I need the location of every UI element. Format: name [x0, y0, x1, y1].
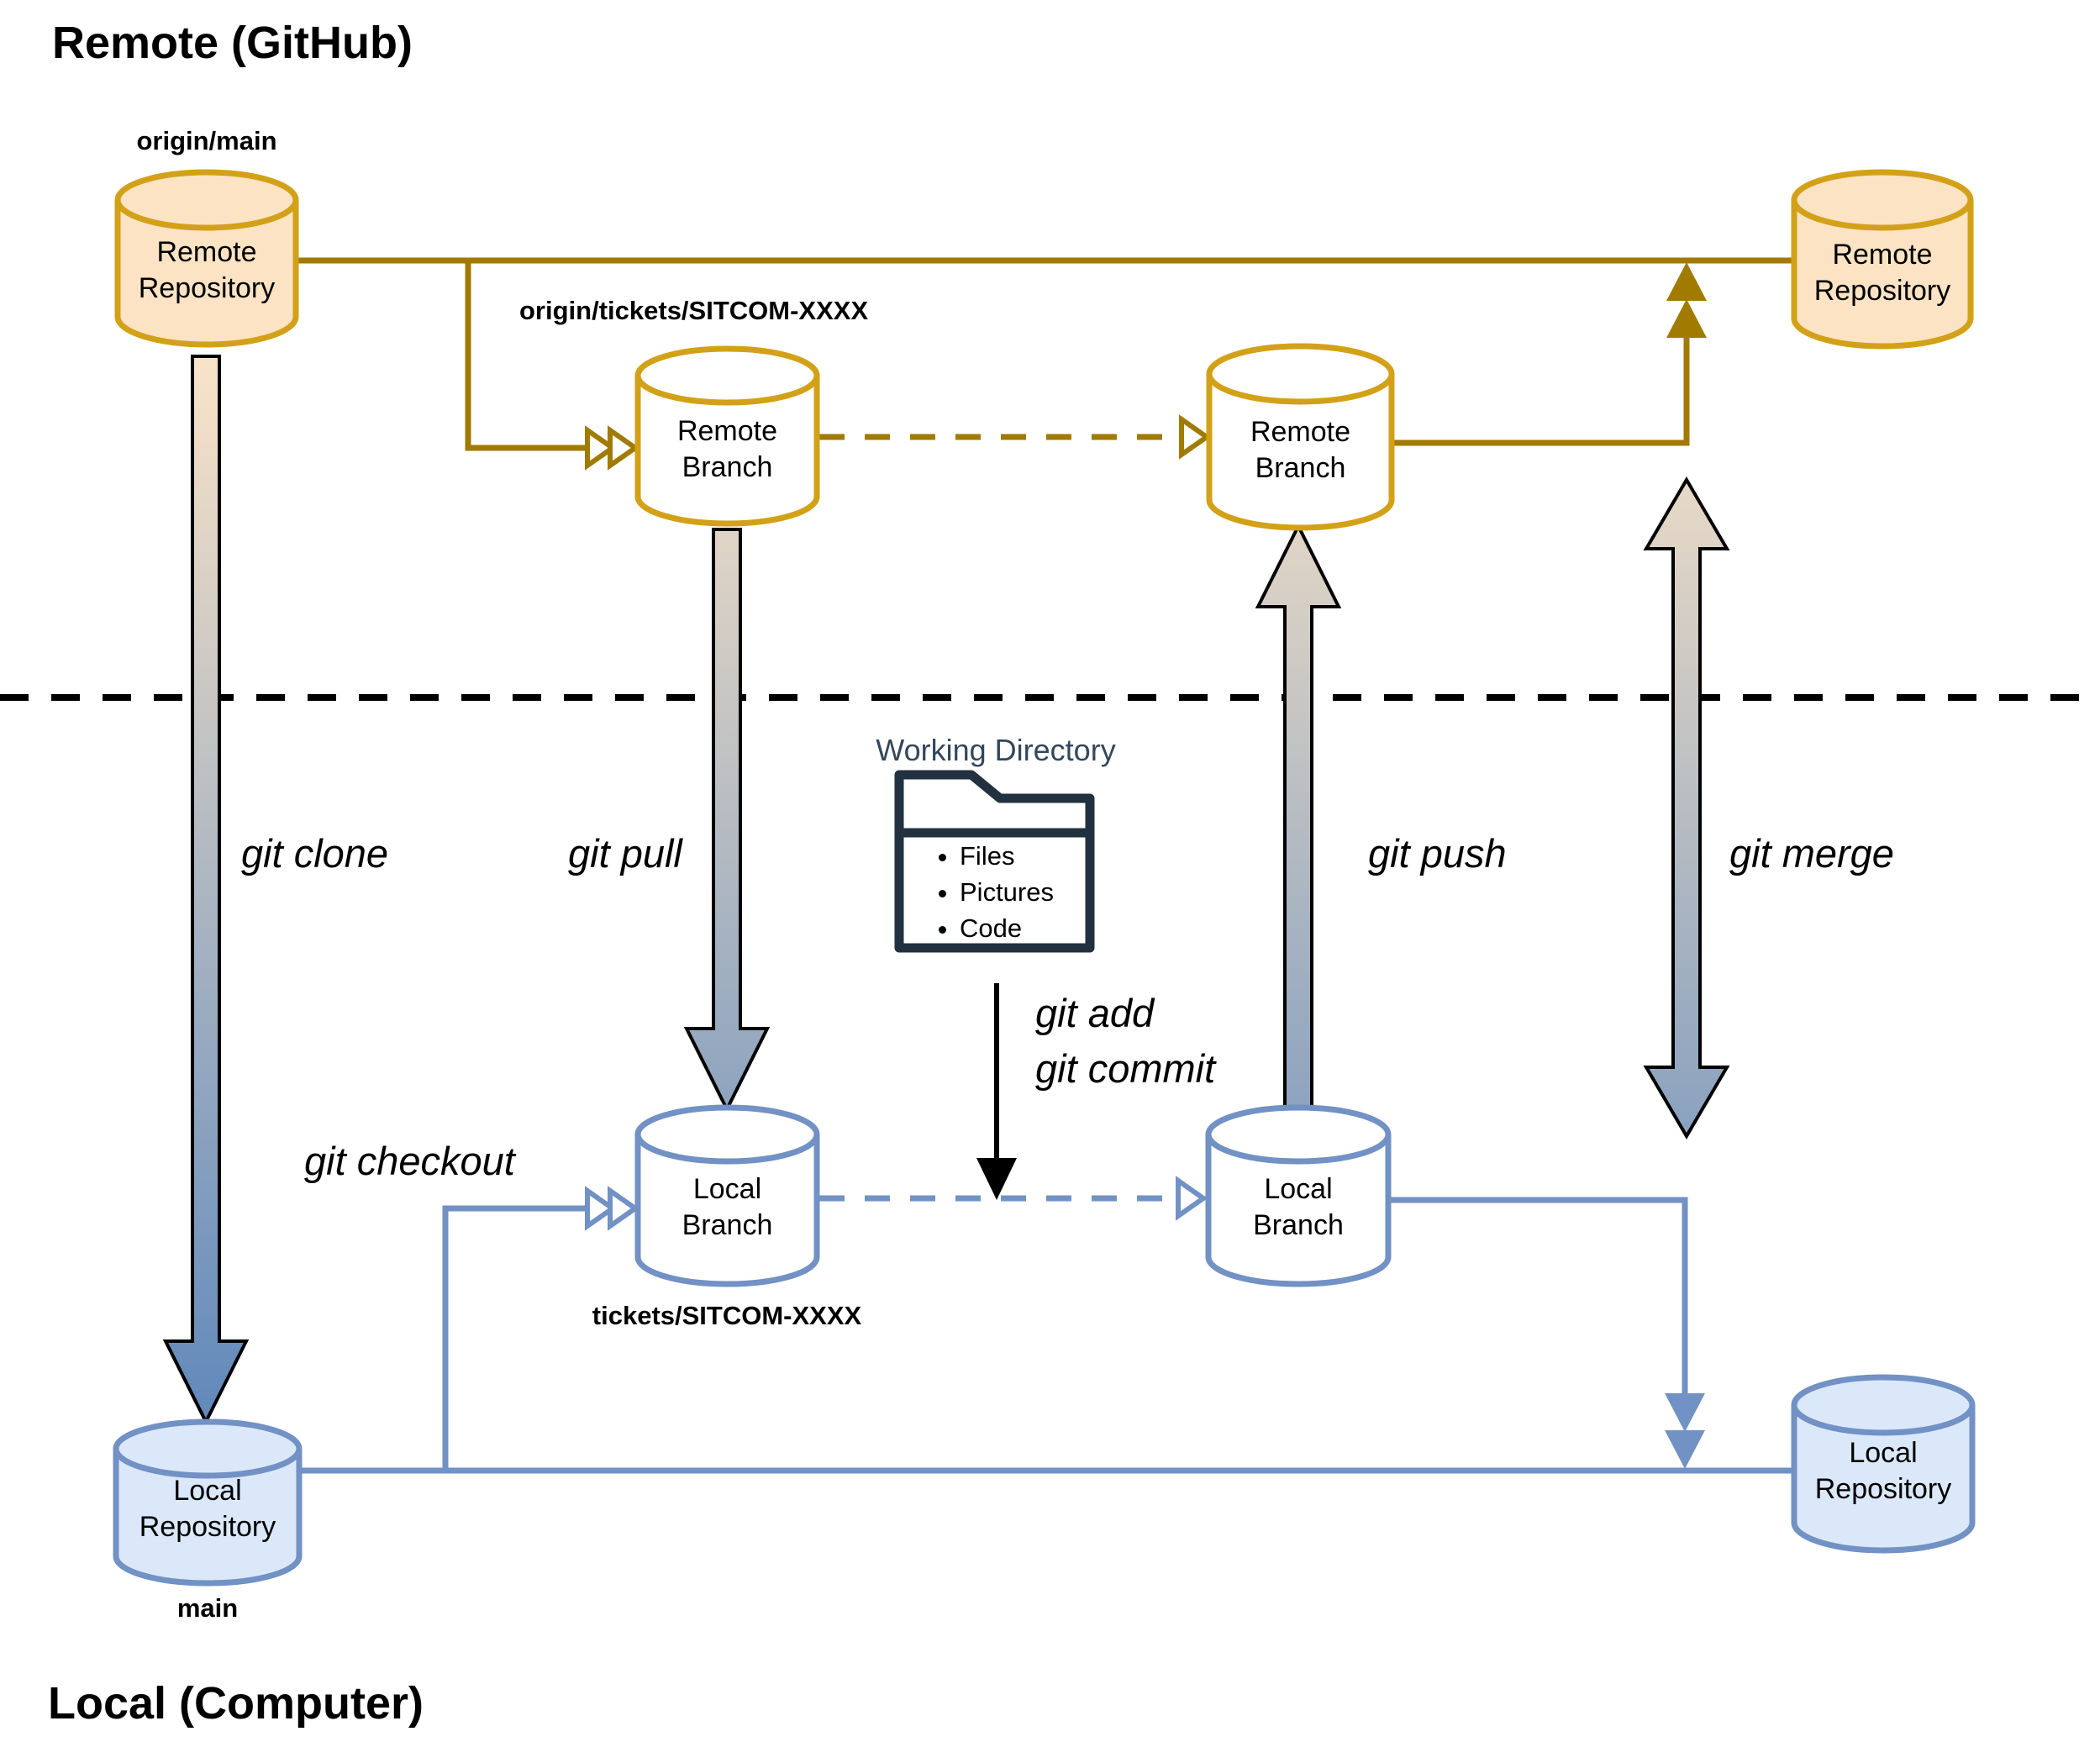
git-push-arrow — [1255, 522, 1342, 1109]
up-triangle-icon — [1666, 262, 1707, 301]
local-repository-right-label: Local Repository — [1814, 1436, 1952, 1505]
tag-main: main — [176, 1593, 239, 1623]
remote-section-title: Remote (GitHub) — [52, 18, 413, 68]
working-directory-list: Files Pictures Code — [923, 839, 1054, 946]
folder-outline — [894, 770, 1095, 953]
cylinder-top — [1791, 169, 1974, 231]
chevron-right-icon — [608, 425, 640, 471]
working-directory-title: Working Directory — [876, 733, 1116, 767]
remote-repository-left-cylinder — [114, 169, 299, 348]
cylinder-body — [113, 1449, 303, 1587]
local-repository-left-label: Local Repository — [139, 1474, 276, 1543]
local-connector-lines — [299, 1195, 1794, 1474]
remote-branch-1-cylinder — [634, 345, 820, 527]
down-arrowhead-icon — [976, 1158, 1017, 1200]
down-triangle-icon — [1665, 1430, 1705, 1469]
chevron-right-icon — [1179, 414, 1212, 460]
up-triangle-icon — [1666, 299, 1707, 338]
cylinder-top — [1791, 1374, 1976, 1436]
local-branch-2-label: Local Branch — [1253, 1173, 1344, 1241]
git-checkout-label: git checkout — [304, 1139, 515, 1183]
cylinder-body — [634, 1134, 820, 1287]
cylinder-top — [634, 345, 820, 406]
git-add-commit-arrow — [976, 983, 1017, 1200]
remote-connector-lines — [296, 257, 1794, 451]
local-section-title: Local (Computer) — [48, 1678, 424, 1729]
remote-chevron-arrowheads — [585, 414, 1212, 471]
cylinder-body — [1791, 1405, 1976, 1554]
tag-origin-tickets: origin/tickets/SITCOM-XXXX — [519, 296, 869, 325]
gradient-flow-arrows — [162, 355, 1730, 1426]
git-pull-label: git pull — [568, 831, 682, 876]
remote-repository-right-label: Remote Repository — [1813, 238, 1951, 307]
local-repository-right-cylinder — [1791, 1374, 1976, 1554]
local-repository-left-cylinder — [113, 1418, 303, 1587]
local-branch-2-cylinder — [1205, 1104, 1392, 1287]
cylinder-top — [634, 1104, 820, 1165]
local-branch-1-cylinder — [634, 1104, 820, 1287]
cylinder-top — [113, 1418, 303, 1479]
git-pull-arrow — [683, 528, 771, 1113]
tag-tickets: tickets/SITCOM-XXXX — [592, 1301, 862, 1330]
cylinder-body — [634, 376, 820, 527]
git-clone-arrow — [162, 355, 250, 1426]
cylinder-top — [1206, 343, 1395, 405]
working-directory-item: Pictures — [960, 875, 1054, 911]
remote-branch-2-label: Remote Branch — [1250, 415, 1351, 484]
remote-repository-right-cylinder — [1791, 169, 1974, 350]
down-triangle-icon — [1665, 1393, 1705, 1432]
local-branch-1-label: Local Branch — [682, 1173, 773, 1241]
working-directory-item: Code — [960, 911, 1054, 947]
local-branch-to-repo-line — [1388, 1197, 1688, 1397]
chevron-right-icon — [585, 1186, 618, 1231]
working-directory-item: Files — [960, 839, 1054, 875]
folder-icon — [894, 770, 1095, 953]
tag-origin-main: origin/main — [136, 126, 277, 155]
cylinder-body — [1206, 374, 1395, 531]
local-merge-down-arrowhead — [1665, 1393, 1705, 1469]
remote-merge-up-arrowhead — [1666, 262, 1707, 338]
chevron-right-icon — [608, 1186, 640, 1231]
cylinder-top — [114, 169, 299, 231]
git-merge-label: git merge — [1729, 831, 1894, 876]
chevron-right-icon — [1176, 1176, 1208, 1221]
remote-branch-1-label: Remote Branch — [676, 415, 778, 483]
git-commit-label: git commit — [1035, 1046, 1216, 1091]
local-chevron-arrowheads — [585, 1176, 1208, 1231]
remote-branch-to-repo-line — [1392, 336, 1690, 446]
cylinder-body — [114, 200, 299, 348]
git-push-label: git push — [1368, 831, 1507, 876]
remote-branch-2-cylinder — [1206, 343, 1395, 531]
remote-repository-left-label: Remote Repository — [138, 236, 276, 304]
cylinder-body — [1205, 1134, 1392, 1287]
remote-branch-create-line — [465, 261, 607, 451]
cylinder-body — [1791, 200, 1974, 350]
git-add-label: git add — [1035, 991, 1155, 1035]
git-checkout-line — [442, 1205, 607, 1471]
cylinder-top — [1205, 1104, 1392, 1165]
git-merge-double-arrow — [1643, 476, 1730, 1139]
git-clone-label: git clone — [241, 831, 389, 876]
chevron-right-icon — [585, 425, 618, 471]
